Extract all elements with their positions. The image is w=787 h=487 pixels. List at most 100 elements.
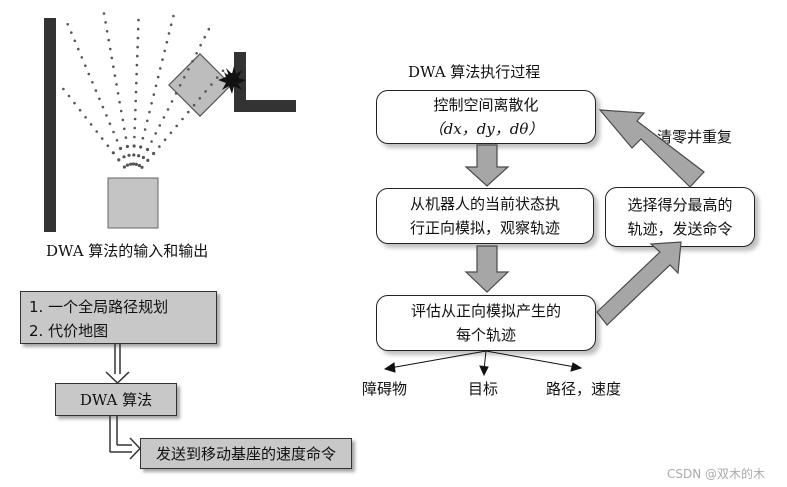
step-select: 选择得分最高的 轨迹，发送命令 [605,187,755,247]
trajectory-dot [111,151,115,155]
trajectory-dot [146,119,149,123]
trajectory-dot [119,109,123,113]
trajectory-dot [154,132,157,135]
trajectory-dot [87,72,91,76]
step-evaluate-line2: 每个轨迹 [455,326,516,344]
dwa-algorithm-box: DWA 算法 [55,383,177,416]
trajectory-dot [122,155,126,159]
trajectory-dot [146,158,150,162]
trajectory-dot [106,144,110,147]
trajectory-dot [84,64,87,67]
rotated-obstacle [168,53,232,117]
trajectory-dot [66,23,69,26]
trajectory-dot [181,117,184,121]
trajectory-dot [199,43,202,47]
wall [44,18,56,232]
trajectory-dot [133,135,136,139]
trajectory-dot [154,84,158,88]
trajectory-dot [141,155,145,160]
trajectory-dot [73,39,77,43]
trajectory-dots [62,12,225,169]
criteria-arrows [383,350,583,377]
trajectory-dot [124,136,128,139]
arrow-step3-to-step4 [596,241,682,326]
trajectory-dot [135,63,139,67]
trajectory-dot [163,49,166,53]
trajectory-dot [101,105,105,109]
trajectory-dot [84,116,87,119]
step-simulate-line1: 从机器人的当前状态执 [409,195,560,213]
trajectory-dot [123,127,126,131]
trajectory-dot [115,139,119,142]
step-evaluate: 评估从正向模拟产生的 每个轨迹 [376,295,596,351]
trajectory-dot [169,23,173,27]
trajectory-dot [152,151,156,156]
trajectory-dot [145,147,150,152]
robot [107,177,159,229]
input-item-1: 1. 一个全局路径规划 [29,298,169,316]
trajectory-dot [150,140,153,143]
step-discretize-line1: 控制空间离散化 [433,96,539,114]
trajectory-dot [91,81,94,84]
trajectory-dot [137,163,141,168]
trajectory-dot [187,68,190,71]
trajectory-dot [125,144,129,149]
inputs-box: 1. 一个全局路径规划 2. 代价地图 [20,291,217,344]
trajectory-dot [158,145,161,148]
flow-title: DWA 算法执行过程 [408,63,541,81]
arrow-step1-to-step2 [464,144,510,187]
arrow-step2-to-step3 [464,245,510,293]
trajectory-dot [132,144,136,148]
trajectory-dot [174,92,178,95]
trajectory-dot [113,74,117,77]
trajectory-dot [109,47,112,51]
trajectory-dot [169,131,173,135]
trajectory-dot [115,83,118,86]
trajectory-dot [136,54,139,58]
trajectory-dot [166,108,170,111]
trajectory-dot [134,90,138,94]
criterion-path-speed: 路径，速度 [546,380,622,398]
trajectory-dot [136,45,139,49]
trajectory-dot [159,67,162,70]
trajectory-dot [131,162,136,166]
trajectory-dot [136,27,140,31]
criterion-obstacle: 障碍物 [362,380,408,398]
trajectory-dot [107,38,110,42]
trajectory-dot [134,99,137,103]
trajectory-dot [80,56,84,59]
trajectory-dot [102,12,106,15]
trajectory-dot [134,162,138,166]
trajectory-dot [210,83,213,86]
criterion-goal: 目标 [468,380,499,398]
trajectory-dot [156,75,160,79]
trajectory-dot [117,158,121,162]
trajectory-dot [116,92,120,95]
step-simulate-line2: 行正向模拟，观察轨迹 [409,219,560,237]
trajectory-dot [148,110,151,114]
watermark: CSDN @双木的木 [667,467,766,481]
trajectory-dot [150,102,153,105]
trajectory-dot [195,52,198,55]
trajectory-dot [139,145,143,149]
left-flow-arrows [105,344,142,460]
trajectory-dot [95,130,98,133]
trajectory-dot [191,60,194,63]
trajectory-dot [121,118,125,122]
trajectory-dot [137,18,140,22]
trajectory-dot [135,81,138,85]
trajectory-dot [198,97,202,100]
dwa-algorithm-label: DWA 算法 [79,391,153,409]
trajectory-dot [192,103,196,107]
collision-burst-icon [218,66,246,94]
trajectory-dot [89,123,93,126]
step-discretize-line2: （dx，dy，dθ） [428,120,544,138]
trajectory-dot [133,117,137,121]
step-simulate: 从机器人的当前状态执 行正向模拟，观察轨迹 [376,188,594,244]
trajectory-dot [73,101,76,105]
trajectory-dot [141,136,145,140]
trajectory-dot [162,116,166,119]
step-discretize: 控制空间离散化 （dx，dy，dθ） [376,90,596,144]
trajectory-dot [125,163,130,167]
